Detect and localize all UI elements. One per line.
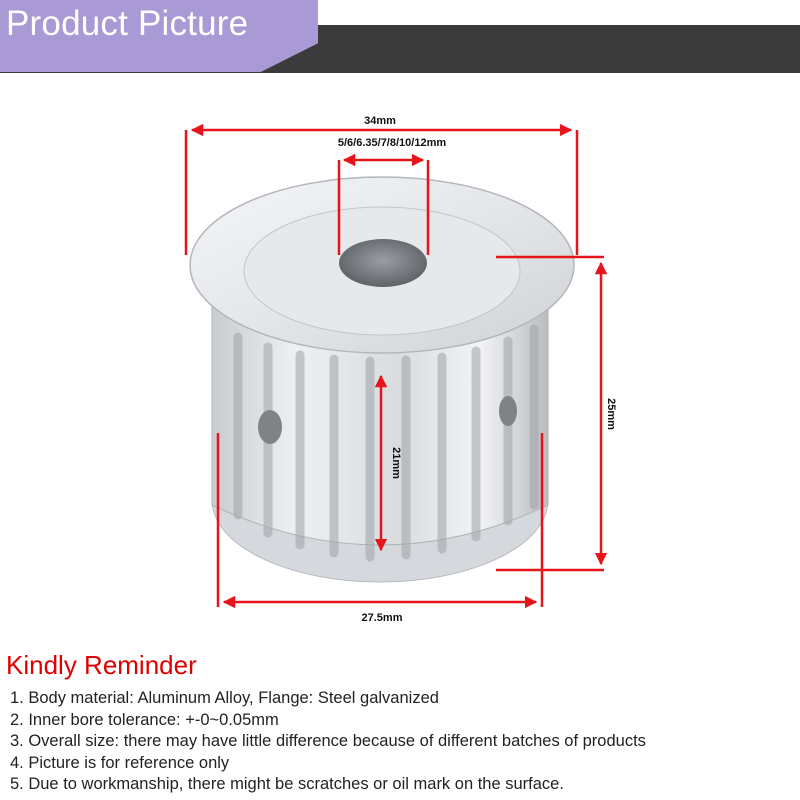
list-item: 1. Body material: Aluminum Alloy, Flange… (10, 689, 439, 707)
dim-bore-options-label: 5/6/6.35/7/8/10/12mm (338, 137, 446, 149)
list-item: 3. Overall size: there may have little d… (10, 732, 646, 750)
header-title-tab (0, 0, 318, 72)
dim-tooth-width-label: 21mm (390, 447, 402, 479)
reminder-title: Kindly Reminder (6, 650, 197, 680)
product-figure: 34mm 5/6/6.35/7/8/10/12mm 25mm 21mm 27.5… (0, 75, 800, 645)
dim-body-diameter-label: 27.5mm (362, 612, 403, 624)
reminder-list: 1. Body material: Aluminum Alloy, Flange… (10, 688, 646, 796)
list-item: 2. Inner bore tolerance: +-0~0.05mm (10, 710, 279, 729)
list-item: 4. Picture is for reference only (10, 753, 230, 772)
dim-overall-length-label: 25mm (605, 398, 617, 430)
dim-flange-diameter-label: 34mm (364, 115, 396, 127)
pulley-drawing: 34mm 5/6/6.35/7/8/10/12mm 25mm 21mm 27.5… (184, 115, 617, 624)
dimension-lines (184, 123, 608, 609)
header-band: Product Picture (0, 0, 800, 75)
page-title: Product Picture (6, 4, 249, 43)
list-item: 5. Due to workmanship, there might be sc… (10, 775, 564, 793)
